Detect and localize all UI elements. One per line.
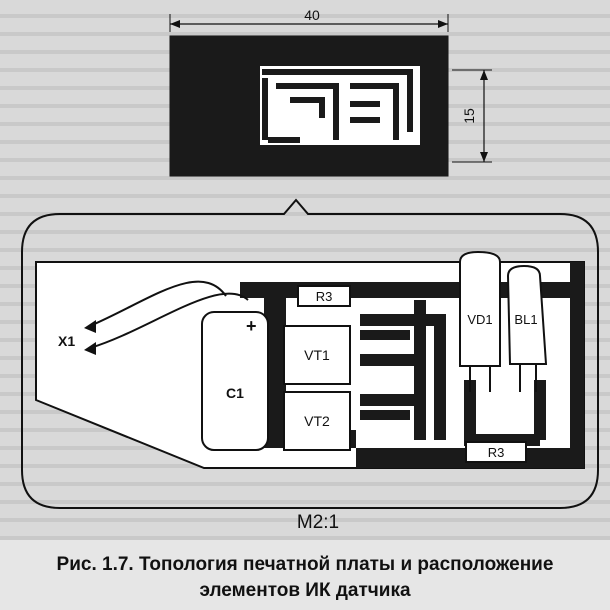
resistor-r3-top: R3 (297, 285, 351, 307)
capacitor-c1: C1 + (201, 311, 269, 451)
x1-wires (84, 280, 249, 355)
vt2-label: VT2 (304, 413, 330, 429)
r3-bottom-label: R3 (488, 445, 505, 460)
photodiode-vd1: VD1 (459, 250, 501, 392)
pcb-figure: 40 15 X1 (21, 7, 599, 533)
dimension-width: 40 (169, 7, 449, 32)
resistor-r3-bottom: R3 (465, 441, 527, 463)
transistor-vt2: VT2 (283, 391, 351, 451)
buzzer-bl1: BL1 (506, 264, 548, 392)
top-pcb (169, 35, 449, 177)
c1-label: C1 (226, 385, 244, 401)
figure-caption: Рис. 1.7. Топология печатной платы и рас… (0, 552, 610, 604)
vd1-label: VD1 (467, 312, 492, 327)
callout-frame (21, 198, 599, 509)
r3-top-label: R3 (316, 289, 333, 304)
width-dimension-label: 40 (304, 7, 320, 23)
vt1-label: VT1 (304, 347, 330, 363)
caption-band (0, 540, 610, 610)
transistor-vt1: VT1 (283, 325, 351, 385)
connector-label: X1 (58, 333, 75, 349)
dimension-height: 15 (452, 69, 492, 163)
c1-polarity-label: + (246, 316, 257, 336)
caption-line-1: Рис. 1.7. Топология печатной платы и рас… (56, 554, 554, 575)
height-dimension-label: 15 (461, 108, 477, 124)
scale-label: M2:1 (297, 512, 339, 533)
caption-line-2: элементов ИК датчика (199, 580, 411, 601)
bl1-label: BL1 (514, 312, 537, 327)
